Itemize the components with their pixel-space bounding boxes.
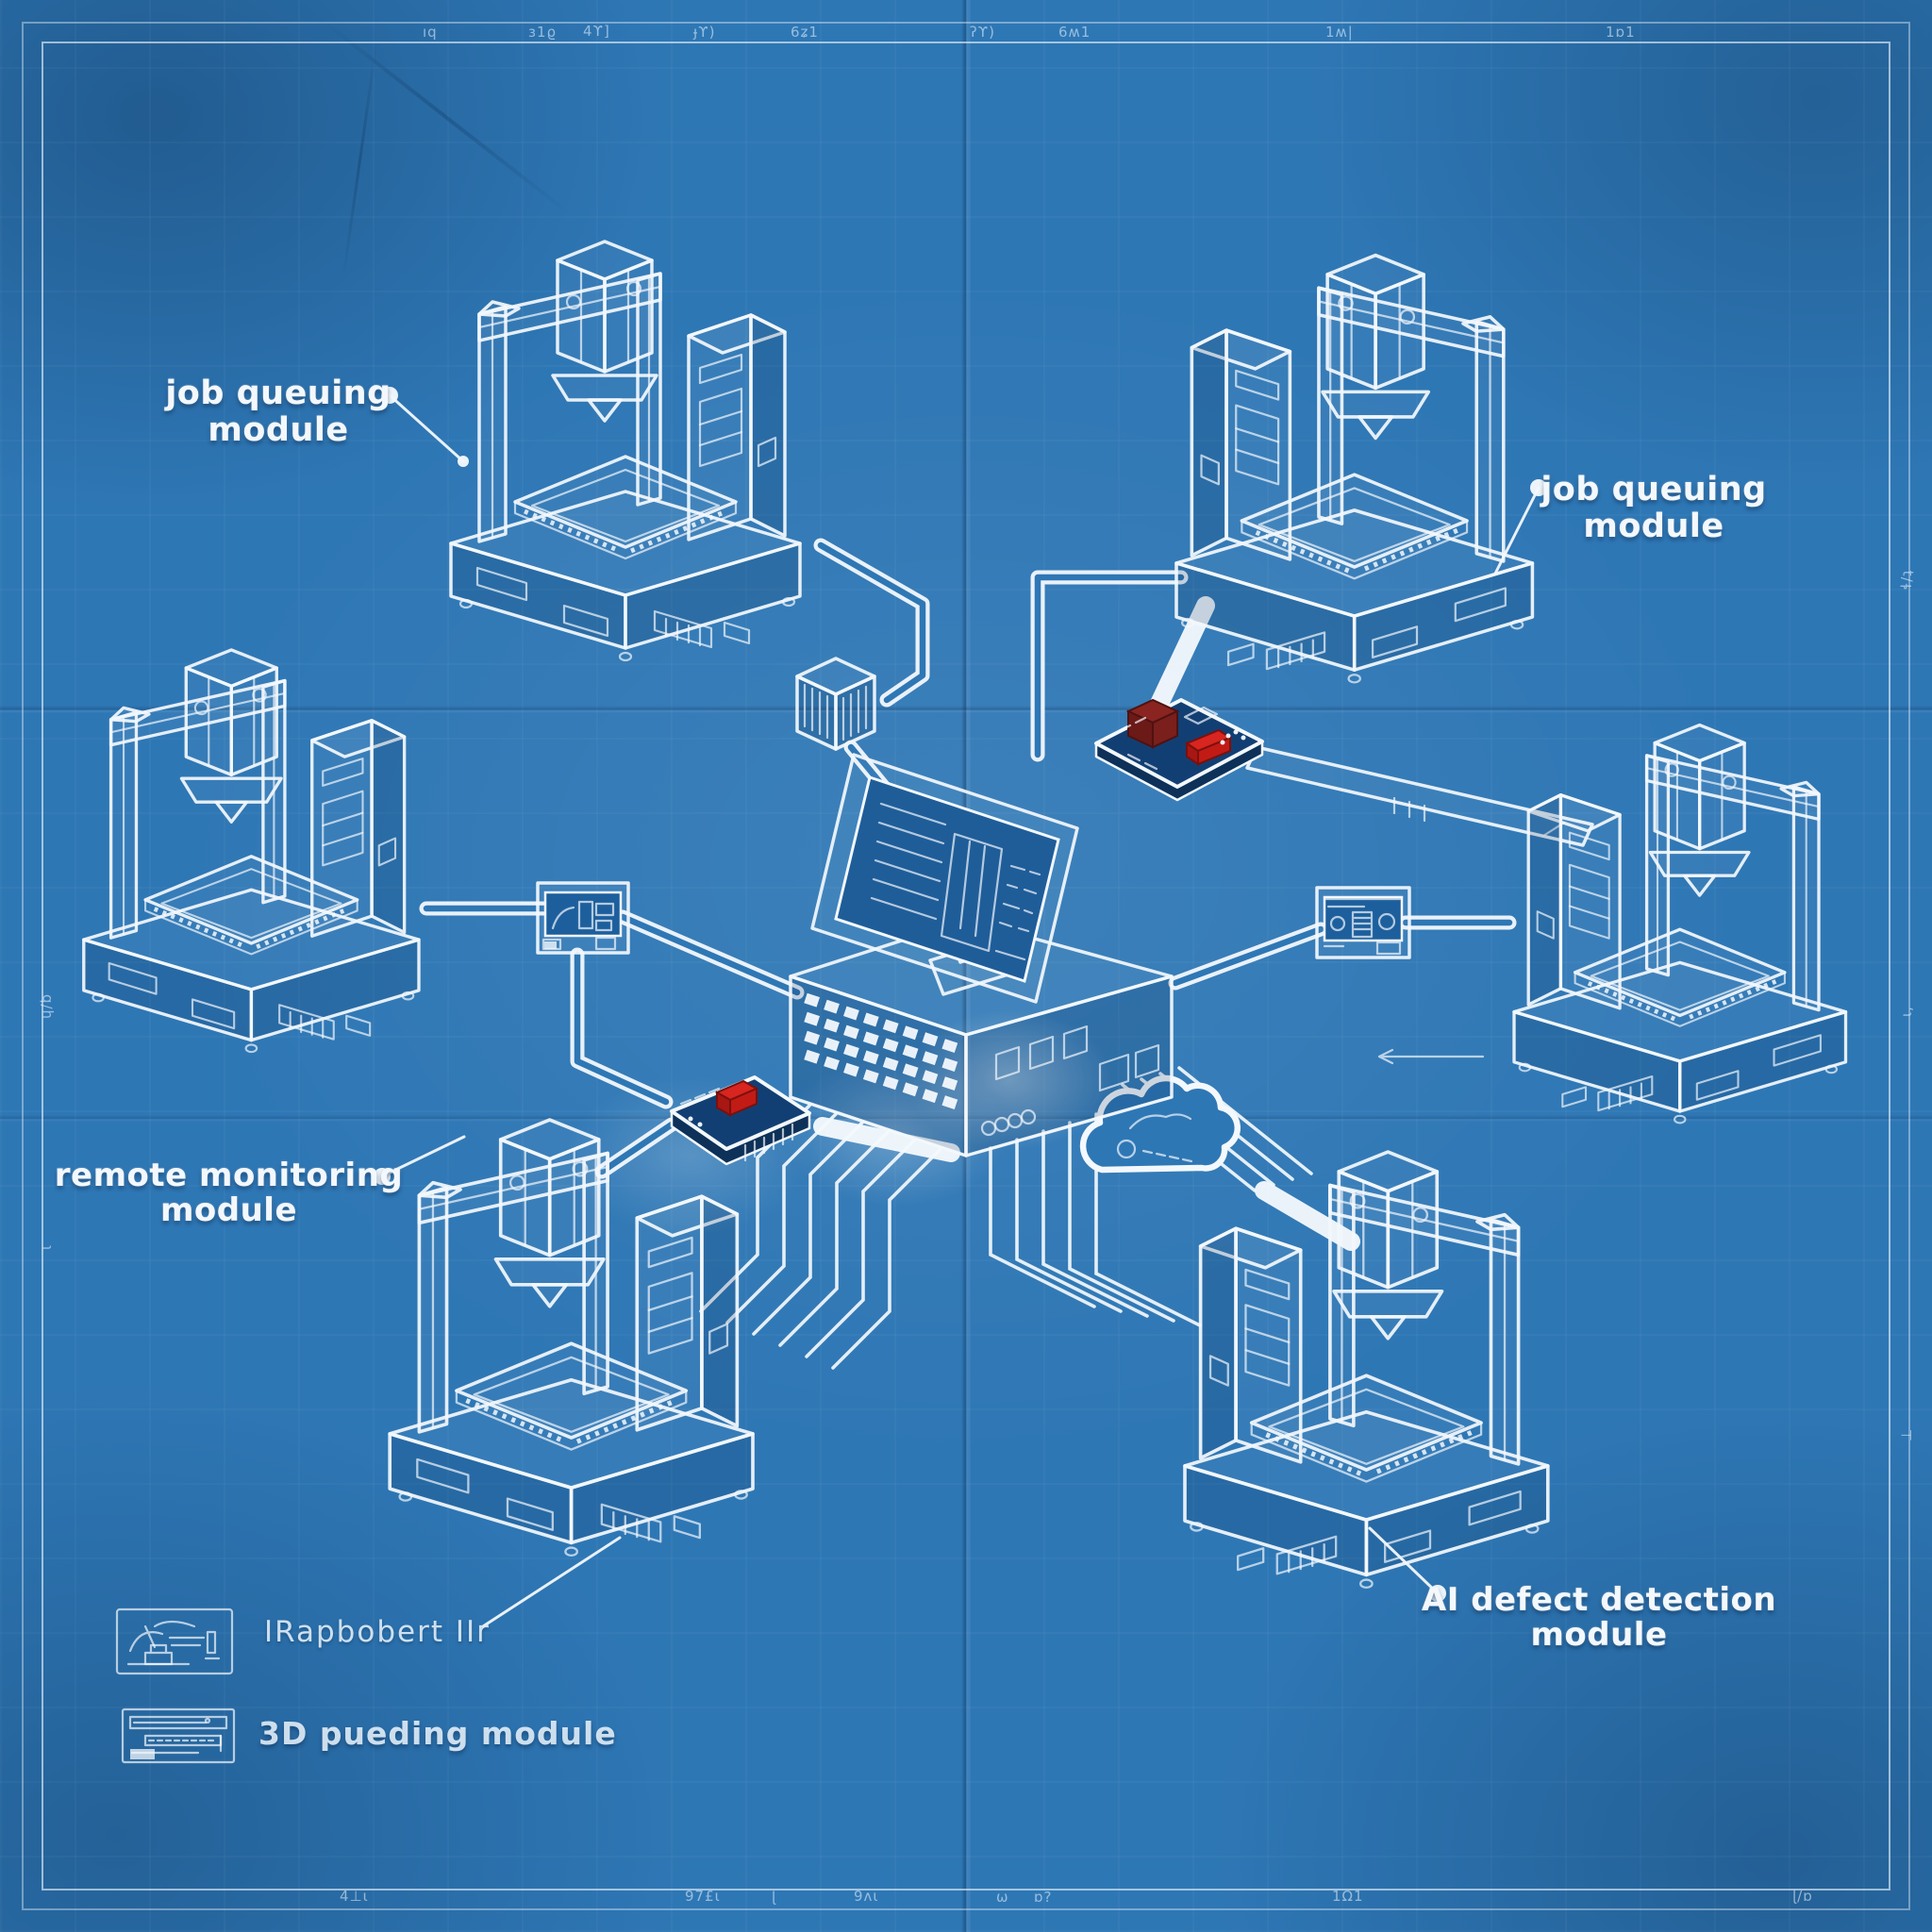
border-mark: ɒ? [1034, 1889, 1053, 1906]
label-job-queuing-module-right: job queuing module [1498, 472, 1809, 544]
border-mark: ɭ [772, 1889, 777, 1906]
3d-printer-bottom-right [1185, 1152, 1548, 1588]
label-line: module [1583, 507, 1724, 545]
label-ai-defect-detection-module: AI defect detection module [1410, 1581, 1788, 1655]
label-line: remote monitoring [54, 1157, 404, 1194]
legend-icon-3d-printing-module [121, 1707, 236, 1764]
border-mark: ω [996, 1889, 1009, 1906]
network-switch-icon [795, 657, 876, 751]
border-mark: 6ʑ1 [791, 24, 819, 41]
raspberry-pi-board-icon [1094, 698, 1264, 802]
label-line: module [208, 410, 349, 449]
label-line: job queuing [165, 375, 391, 412]
3d-printer-mid-left [84, 650, 419, 1052]
3d-printer-mid-right [1514, 725, 1846, 1124]
relay-board-icon [670, 1075, 811, 1166]
border-mark: 1ɒ1 [1606, 24, 1636, 41]
legend-label-raspberry-pi: IRapbobert IIr [264, 1615, 491, 1649]
central-control-hub [789, 753, 1174, 1158]
border-mark: ɜ1ϱ [528, 24, 558, 41]
leader-lines [374, 387, 1547, 1628]
border-mark: 4⊥ɩ [340, 1888, 369, 1905]
label-line: module [159, 1191, 298, 1230]
cloud-icon [1079, 1074, 1241, 1174]
border-mark: ɭ/ɒ [1792, 1888, 1813, 1905]
border-mark: 1Ω1 [1332, 1888, 1364, 1905]
legend-icon-raspberry-pi [115, 1607, 234, 1675]
status-monitor-icon-right [1315, 886, 1411, 959]
border-mark: 4ϒ] [583, 23, 610, 40]
label-line: AI defect detection [1421, 1581, 1777, 1619]
border-mark: 9ʌɩ [854, 1888, 879, 1905]
3d-printer-top-right [1176, 256, 1532, 683]
border-mark: 97£ɩ [685, 1888, 721, 1905]
border-mark: ʔϒ) [970, 24, 995, 41]
legend-label-3d-printing-module: 3D pueding module [258, 1715, 617, 1752]
border-mark: ɟϒ) [693, 24, 716, 41]
label-remote-monitoring-module: remote monitoring module [52, 1158, 406, 1229]
label-job-queuing-module-left: job queuing module [123, 375, 434, 448]
3d-printer-bottom-left [390, 1120, 753, 1556]
label-line: module [1530, 1616, 1668, 1655]
status-monitor-icon-left [536, 881, 630, 955]
3d-printer-top-left [451, 242, 800, 660]
dimension-line [1377, 1048, 1485, 1065]
border-mark: ıq [423, 24, 438, 41]
label-line: job queuing [1541, 471, 1767, 508]
border-mark: 1ʍ| [1325, 24, 1354, 41]
border-mark: 6ʍ1 [1058, 24, 1091, 41]
